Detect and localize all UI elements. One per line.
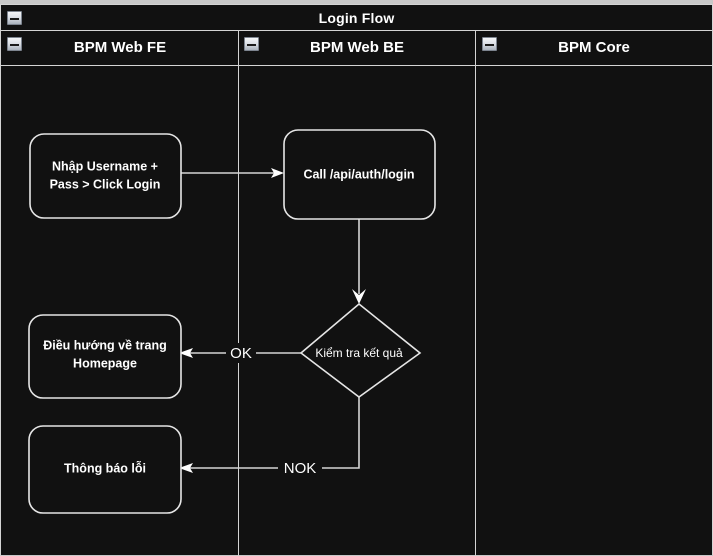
node-task-enter-credentials[interactable]: Nhập Username + Pass > Click Login — [29, 133, 182, 219]
node-gateway-check-result[interactable]: Kiểm tra kết quả — [299, 302, 422, 398]
node-task-redirect-homepage[interactable]: Điều hướng về trang Homepage — [28, 314, 182, 399]
lane-collapse-icon-bpm-web-be[interactable] — [244, 37, 259, 51]
lane-collapse-icon-bpm-web-fe[interactable] — [7, 37, 22, 51]
node-label-line1: Thông báo lỗi — [64, 460, 146, 475]
edge-gateway-nok: NOK — [179, 397, 360, 478]
edge-label-nok: NOK — [284, 460, 317, 477]
edge-api-to-gateway — [352, 219, 366, 304]
lane-title-bpm-core: BPM Core — [558, 39, 630, 56]
node-task-call-login-api[interactable]: Call /api/auth/login — [283, 129, 436, 220]
node-label-line2: Homepage — [73, 356, 137, 370]
lane-header-band — [1, 31, 712, 66]
node-label-line1: Kiểm tra kết quả — [315, 346, 403, 360]
edge-gateway-ok: OK — [179, 343, 301, 363]
edge-credentials-to-api — [181, 168, 284, 178]
lane-title-bpm-web-fe: BPM Web FE — [73, 39, 167, 56]
lane-divider-2 — [475, 31, 476, 556]
lane-title-bpm-web-be: BPM Web BE — [310, 39, 404, 56]
node-label-line1: Nhập Username + — [52, 159, 158, 173]
node-label-line1: Điều hướng về trang — [43, 338, 167, 352]
lane-collapse-icon-bpm-core[interactable] — [482, 37, 497, 51]
pool-collapse-icon[interactable] — [7, 11, 22, 25]
node-task-show-error[interactable]: Thông báo lỗi — [28, 425, 182, 514]
flow-diagram: OK NOK Nhập Username + Pass > Click Logi… — [28, 129, 436, 514]
pool-title: Login Flow — [318, 10, 395, 26]
swimlane-pool: Login Flow BPM Web FE BPM Web BE BPM Cor… — [0, 4, 713, 556]
node-label-line2: Pass > Click Login — [50, 177, 161, 191]
pool-title-bar: Login Flow — [1, 5, 712, 31]
node-label-line1: Call /api/auth/login — [303, 167, 414, 181]
edge-label-ok: OK — [230, 345, 252, 362]
lane-divider-1 — [238, 31, 239, 556]
